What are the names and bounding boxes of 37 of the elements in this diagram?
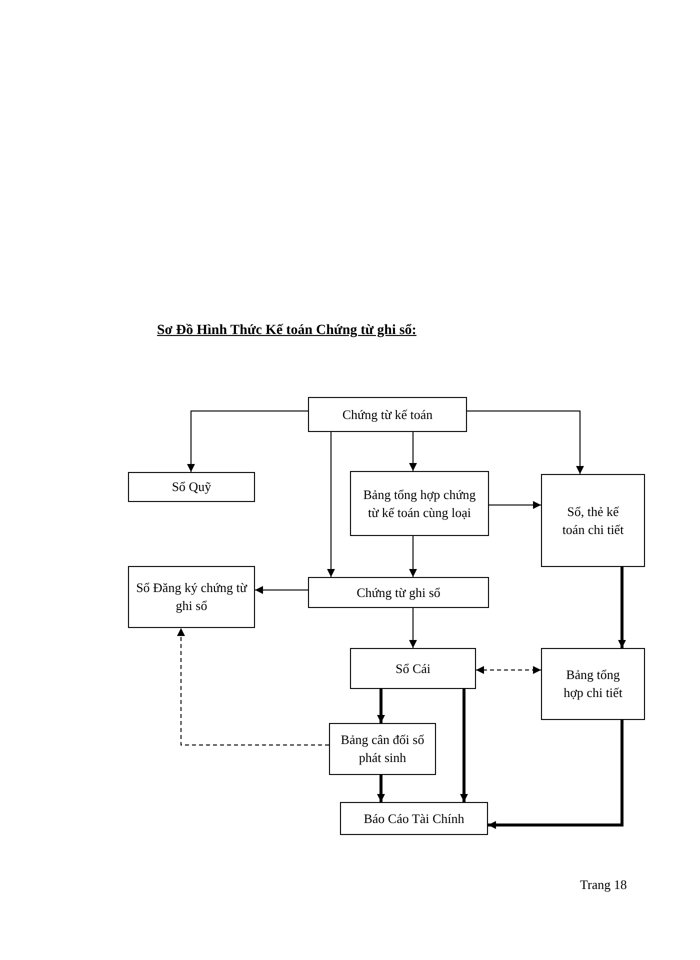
dashed-arrow — [177, 628, 330, 746]
arrow — [409, 536, 417, 578]
process-box — [541, 648, 645, 720]
process-box — [541, 474, 645, 567]
arrow — [254, 586, 308, 594]
process-box — [128, 566, 255, 628]
arrow — [618, 567, 626, 648]
process-box — [308, 397, 467, 432]
process-box — [128, 472, 255, 502]
page-number: Trang 18 — [580, 877, 627, 893]
arrow — [327, 432, 335, 578]
arrow — [460, 689, 468, 802]
box-text: Sổ Đăng ký chứng từ ghi sổ — [135, 579, 248, 615]
process-box — [308, 577, 489, 608]
arrow — [409, 608, 417, 648]
box-text: Chứng từ ghi sổ — [356, 584, 440, 602]
arrow — [466, 410, 584, 474]
arrow — [377, 689, 385, 723]
process-box — [350, 471, 489, 536]
box-text: Sổ Quỹ — [172, 478, 212, 496]
diagram-title: Sơ Đồ Hình Thức Kế toán Chứng từ ghi sổ: — [157, 323, 416, 339]
arrow — [488, 720, 624, 829]
box-text: Bảng tổng hợp chi tiết — [562, 666, 624, 702]
box-text: Báo Cáo Tài Chính — [364, 810, 464, 828]
process-box — [329, 723, 436, 775]
box-text: Chứng từ kế toán — [342, 406, 433, 424]
arrow — [488, 501, 542, 509]
box-text: Bảng tổng hợp chứng từ kế toán cùng loại — [362, 486, 477, 522]
dashed-arrow — [476, 666, 542, 674]
arrow — [187, 410, 308, 472]
box-text: Sổ, thẻ kế toán chi tiết — [561, 502, 625, 538]
box-text: Sổ Cái — [395, 660, 431, 678]
box-text: Bảng cân đối số phát sinh — [340, 731, 426, 767]
arrow — [377, 775, 385, 802]
arrow — [409, 432, 417, 472]
process-box — [340, 802, 488, 835]
process-box — [350, 648, 476, 689]
